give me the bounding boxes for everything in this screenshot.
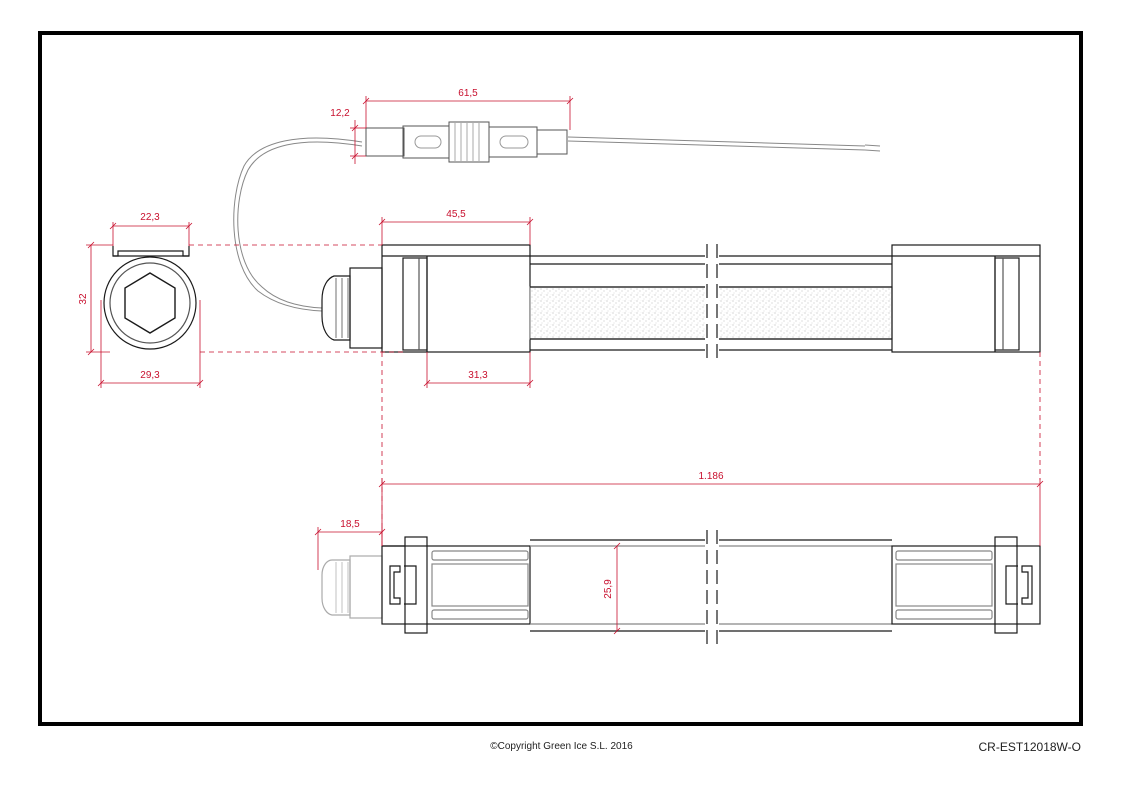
cable-loop: [237, 141, 363, 309]
dim-body-height: 25,9: [603, 579, 614, 599]
dim-connector-height: 12,2: [330, 108, 350, 119]
dim-gland-length: 18,5: [340, 519, 360, 530]
top-view: [321, 240, 1041, 362]
dim-end-cap-inner: 31,3: [468, 370, 488, 381]
right-end-cap: [891, 244, 1041, 353]
hex-nut: [124, 272, 176, 334]
dim-profile-height: 32: [78, 293, 89, 305]
drawing-code: CR-EST12018W-O: [978, 740, 1081, 754]
copyright-notice: ©Copyright Green Ice S.L. 2016: [490, 741, 633, 752]
dimension-labels: 61,5 12,2 22,3 45,5 32 29,3 31,3 1.186 1…: [78, 88, 724, 599]
dim-profile-width: 29,3: [140, 370, 160, 381]
profile-top-clip: [112, 246, 190, 257]
dim-end-cap-length: 45,5: [446, 209, 466, 220]
cable-out: [567, 136, 866, 147]
bottom-view: [321, 530, 1041, 645]
bottom-left-cap: [381, 545, 531, 625]
end-profile: [103, 246, 197, 350]
connector-assembly: [233, 121, 881, 312]
dim-total-length: 1.186: [698, 471, 723, 482]
drawing-frame: [38, 31, 1083, 726]
left-end-cap: [381, 244, 531, 353]
profile-outer-circle: [103, 256, 197, 350]
bottom-right-cap: [891, 545, 1041, 625]
dimension-lines: [86, 96, 1044, 635]
dim-connector-length: 61,5: [458, 88, 478, 99]
dim-profile-top-width: 22,3: [140, 212, 160, 223]
